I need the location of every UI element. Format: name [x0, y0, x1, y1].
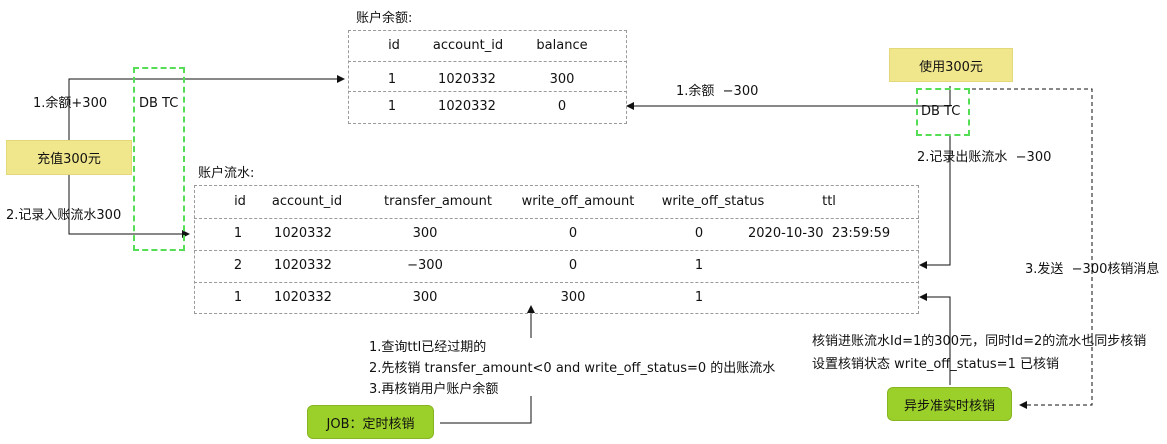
arrow-recharge-to-balance	[68, 75, 345, 140]
left-db-tc-boundary	[133, 67, 185, 251]
arrow-async-to-flow	[919, 293, 951, 385]
flow-cell: 1	[233, 226, 243, 241]
flow-table	[194, 185, 919, 314]
flow-header-transfer-amount: transfer_amount	[384, 194, 492, 209]
right-db-tc-boundary	[916, 88, 970, 136]
job-box: JOB：定时核销	[307, 405, 434, 439]
flow-table-title: 账户流水:	[198, 166, 255, 181]
left-step2-label: 2.记录入账流水300	[6, 208, 122, 223]
recharge-box: 充值300元	[6, 140, 132, 175]
flow-cell: 300	[560, 290, 586, 305]
flow-header-ttl: ttl	[822, 194, 836, 209]
job-step2: 2.先核销 transfer_amount<0 and write_off_st…	[369, 361, 776, 376]
async-desc-line2: 设置核销状态 write_off_status=1 已核销	[812, 357, 1059, 372]
balance-cell: 1020332	[438, 72, 496, 87]
flow-cell: 0	[568, 258, 578, 273]
arrow-message-dashed	[972, 88, 1093, 409]
flow-cell: 1020332	[274, 258, 332, 273]
right-step2-label: 2.记录出账流水 −300	[917, 150, 1052, 165]
flow-table-divider	[194, 282, 919, 283]
arrow-use-to-flow	[919, 136, 951, 269]
flow-cell: 0	[694, 226, 704, 241]
flow-cell: 1	[694, 258, 704, 273]
flow-cell: 1020332	[274, 290, 332, 305]
job-bracket	[440, 396, 532, 424]
flow-header-write-off-status: write_off_status	[661, 194, 765, 209]
balance-cell: 300	[549, 72, 575, 87]
flow-cell: 1	[233, 290, 243, 305]
balance-header-account-id: account_id	[432, 38, 504, 53]
arrow-recharge-to-flow	[68, 175, 190, 238]
use-box: 使用300元	[889, 48, 1013, 82]
balance-table-divider	[348, 91, 627, 92]
job-step3: 3.再核销用户账户余额	[369, 382, 499, 397]
flow-cell: −300	[407, 258, 443, 273]
job-step1: 1.查询ttl已经过期的	[369, 340, 487, 355]
right-step3-label: 3.发送 −300核销消息	[1025, 262, 1160, 277]
balance-header-balance: balance	[536, 38, 588, 53]
flow-header-account-id: account_id	[271, 194, 343, 209]
balance-cell: 1	[387, 72, 397, 87]
right-step1-label: 1.余额 −300	[676, 84, 759, 99]
flow-cell: 300	[412, 226, 438, 241]
async-writeoff-label: 异步准实时核销	[903, 398, 995, 414]
use-label: 使用300元	[919, 59, 983, 75]
balance-header-id: id	[388, 38, 400, 53]
recharge-label: 充值300元	[37, 152, 101, 167]
balance-cell: 0	[557, 99, 567, 114]
flow-cell: 300	[412, 290, 438, 305]
flow-cell: 1020332	[274, 226, 332, 241]
job-label: JOB：定时核销	[326, 416, 415, 432]
flow-cell-ttl: 2020-10-30 23:59:59	[748, 226, 891, 241]
flow-cell: 1	[694, 290, 704, 305]
async-writeoff-box: 异步准实时核销	[887, 387, 1012, 421]
left-db-tc-label: DB TC	[139, 96, 179, 111]
arrow-use-to-balance	[626, 86, 951, 110]
flow-table-divider	[194, 250, 919, 251]
flow-cell: 0	[568, 226, 578, 241]
balance-table-divider	[348, 61, 627, 62]
right-db-tc-label: DB TC	[921, 104, 961, 119]
balance-table-title: 账户余额:	[356, 11, 413, 26]
async-desc-line1: 核销进账流水Id=1的300元，同时Id=2的流水也同步核销	[812, 334, 1147, 349]
flow-table-divider	[194, 218, 919, 219]
balance-table	[348, 30, 627, 124]
flow-header-id: id	[234, 194, 246, 209]
flow-header-write-off-amount: write_off_amount	[521, 194, 635, 209]
left-step1-label: 1.余额+300	[33, 96, 108, 111]
balance-cell: 1	[387, 99, 397, 114]
balance-cell: 1020332	[438, 99, 496, 114]
flow-cell: 2	[233, 258, 243, 273]
